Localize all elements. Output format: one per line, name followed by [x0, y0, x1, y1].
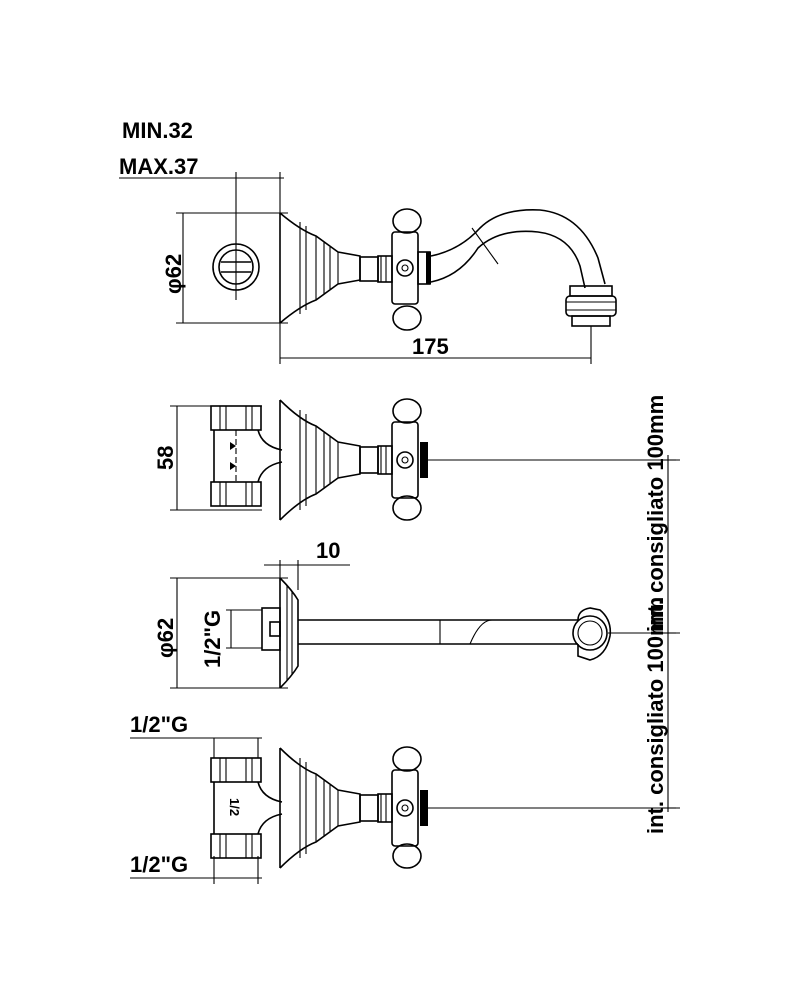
lower-valve-view: 1/2"G 1/2"G 1/2	[130, 712, 680, 884]
valve-nut-2	[377, 445, 393, 475]
body-top-fitting-2	[210, 757, 262, 783]
spacing-dimensions: int. consigliato 100mm int. consigliato …	[643, 395, 676, 834]
max-depth-label: MAX.37	[119, 154, 198, 179]
thread-stub	[261, 607, 281, 651]
cross-handle-body-2	[391, 421, 419, 499]
upper-valve-view: 58	[153, 398, 680, 521]
aerator	[565, 295, 617, 317]
valve-body-outline	[213, 429, 283, 483]
spout-side-view: MIN.32 MAX.37 φ62	[119, 118, 617, 364]
handle-hub	[396, 259, 414, 277]
spout-pipe-view: 10 φ62 1/2"G	[153, 538, 680, 689]
thread-label-mid: 1/2"G	[200, 610, 225, 668]
hub-3-center	[401, 804, 409, 812]
handle-knob-bottom	[392, 305, 422, 331]
hub-2-center	[401, 456, 409, 464]
handle-knob-top-3	[392, 746, 422, 772]
collar-band-2	[420, 442, 428, 478]
wall-box-inner	[218, 249, 254, 285]
cross-handle-body	[391, 231, 419, 305]
hub-3	[396, 799, 414, 817]
handle-knob-top-2	[392, 398, 422, 424]
valve-stem-3	[359, 794, 379, 822]
elbow-ring-outer	[572, 615, 608, 651]
min-depth-label: MIN.32	[122, 118, 193, 143]
spout-collar-band	[426, 252, 431, 284]
thread-label-bottom-low: 1/2"G	[130, 852, 188, 877]
body-top-fitting	[210, 405, 262, 431]
wall-box-outer	[212, 243, 260, 291]
pipe-elbow	[577, 607, 612, 661]
escutcheon-cone	[279, 212, 361, 324]
length-label: 175	[412, 334, 449, 359]
body-bottom-fitting	[210, 481, 262, 507]
handle-knob-bottom-3	[392, 843, 422, 869]
wall-plate	[279, 577, 299, 689]
spout-seam	[471, 227, 499, 265]
pipe-highlight	[469, 619, 493, 645]
handle-knob-bottom-2	[392, 495, 422, 521]
valve-nut	[377, 255, 393, 283]
escutcheon-cone-3	[279, 747, 361, 869]
collar-band-3	[420, 790, 428, 826]
body-bottom-fitting-2	[210, 833, 262, 859]
height-58-label: 58	[153, 446, 178, 470]
thread-stub-inner	[269, 621, 281, 637]
aerator-bottom	[571, 315, 611, 327]
handle-hub-center	[401, 264, 409, 272]
elbow-ring-inner	[577, 620, 603, 646]
escutcheon-cone-2	[279, 399, 361, 521]
spout-lower-curve	[430, 230, 586, 289]
valve-nut-3	[377, 793, 393, 823]
diameter-label-mid: φ62	[153, 618, 178, 658]
valve-stem	[359, 256, 379, 282]
body-size-mark: 1/2	[227, 798, 242, 816]
valve-body-outline-2	[213, 781, 283, 835]
valve-stem-2	[359, 446, 379, 474]
diameter-label-top: φ62	[161, 254, 186, 294]
handle-knob-top	[392, 208, 422, 234]
plate-thickness-label: 10	[316, 538, 340, 563]
flow-arrows	[230, 442, 236, 470]
spout-upper-curve	[430, 209, 606, 285]
spacing-label-upper: int. consigliato 100mm	[643, 395, 668, 632]
hub-2	[396, 451, 414, 469]
thread-label-bottom-top: 1/2"G	[130, 712, 188, 737]
aerator-top	[569, 285, 613, 297]
spacing-label-lower: int. consigliato 100mm	[643, 597, 668, 834]
cross-handle-body-3	[391, 769, 419, 847]
